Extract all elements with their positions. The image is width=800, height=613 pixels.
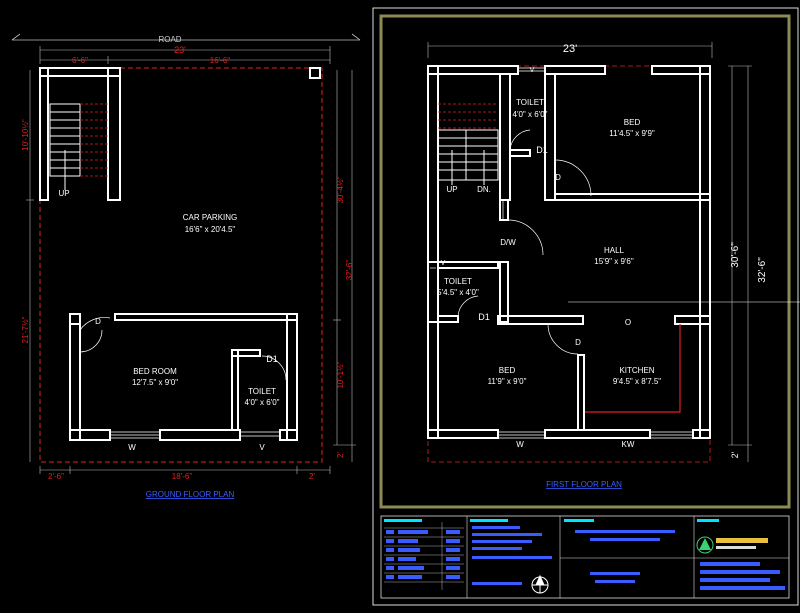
ground-toilet-label: TOILET xyxy=(248,387,276,396)
road-dimension xyxy=(11,33,361,41)
first-dw-label: D/W xyxy=(500,238,516,247)
first-stair-dn: DN. xyxy=(477,185,491,194)
first-staircase xyxy=(437,129,499,185)
sheet-frame xyxy=(379,14,791,509)
ground-dim-bottom-left: 2'-6" xyxy=(48,472,64,481)
ground-dim-right-b: 32'-6" xyxy=(345,260,354,281)
ground-dim-top-right: 16'-6" xyxy=(210,56,231,65)
first-kitchen-size: 9'4.5" x 8'7.5" xyxy=(613,377,661,386)
ground-floor-plan: ROAD 23' 6'-6" 16'-6" xyxy=(11,33,361,499)
first-window-kw: KW xyxy=(622,440,635,449)
ground-bedroom-walls xyxy=(69,313,298,441)
first-toilet2-label: TOILET xyxy=(444,277,472,286)
ground-dim-left-top: 10'-10½" xyxy=(21,119,30,151)
ground-plan-title: GROUND FLOOR PLAN xyxy=(146,490,235,499)
company-logo-icon xyxy=(696,536,768,554)
first-bed2-label: BED xyxy=(499,366,516,375)
ground-door-d1: D1 xyxy=(266,354,278,364)
ground-car-parking-size: 16'6" x 20'4.5" xyxy=(185,225,236,234)
first-door-d1-bottom: D1 xyxy=(478,312,490,322)
ground-toilet-size: 4'0" x 6'0" xyxy=(245,398,280,407)
first-dim-right-a: 30'-6" xyxy=(730,242,741,268)
first-toilet1-size: 4'0" x 6'0" xyxy=(513,110,548,119)
first-door-d-bed1: D xyxy=(555,173,561,182)
first-hall-label: HALL xyxy=(604,246,625,255)
ground-dim-bottom-mid: 18'-6" xyxy=(172,472,193,481)
north-arrow-icon xyxy=(531,574,549,594)
ground-bedroom-label: BED ROOM xyxy=(133,367,177,376)
first-dim-top: 23' xyxy=(563,43,577,55)
ground-bedroom-size: 12'7.5" x 9'0" xyxy=(132,378,178,387)
first-bed2-size: 11'9" x 9'0" xyxy=(488,377,527,386)
ground-window-w: W xyxy=(128,443,136,452)
first-hall-size: 15'9" x 9'6" xyxy=(594,257,634,266)
first-toilet2-size: 5'4.5" x 4'0" xyxy=(437,288,479,297)
ground-dim-right-c: 10'-1½" xyxy=(336,361,345,388)
first-door-d-kitchen: D xyxy=(575,338,581,347)
first-kitchen-label: KITCHEN xyxy=(619,366,654,375)
first-toilet1-label: TOILET xyxy=(516,98,544,107)
ground-dim-right-a: 30'-4½" xyxy=(336,176,345,203)
first-vent-v-top: V xyxy=(530,67,535,74)
title-block xyxy=(380,515,790,599)
ground-dim-left-bottom: 21'-7½" xyxy=(21,316,30,343)
first-door-d1-top: D1 xyxy=(536,145,548,155)
ground-dim-bottom-right: 2' xyxy=(309,472,315,481)
first-stair-up: UP xyxy=(446,185,457,194)
ground-dim-top-left: 6'-6" xyxy=(72,56,88,65)
ground-car-parking-label: CAR PARKING xyxy=(183,213,238,222)
ground-staircase xyxy=(49,103,81,190)
first-dim-right-b: 32'-6" xyxy=(757,257,768,283)
ground-stair-up-label: UP xyxy=(58,189,69,198)
ground-plot-boundary xyxy=(39,67,323,463)
ground-dim-top-total: 23' xyxy=(174,45,186,55)
kitchen-counter xyxy=(585,324,681,413)
ground-door-d: D xyxy=(95,317,101,326)
first-window-w: W xyxy=(516,440,524,449)
ground-dim-right-d: 2' xyxy=(336,452,345,458)
first-bed1-size: 11'4.5" x 9'9" xyxy=(609,129,655,138)
first-outer-walls xyxy=(427,65,711,439)
ground-vent-v: V xyxy=(259,443,265,452)
first-floor-sheet: 23' xyxy=(372,7,800,606)
road-label: ROAD xyxy=(158,35,181,44)
first-opening-o: O xyxy=(625,318,631,327)
first-vent-v-side: V xyxy=(441,260,446,267)
first-dim-right-c: 2' xyxy=(730,451,740,458)
first-bed1-label: BED xyxy=(624,118,641,127)
first-plan-title: FIRST FLOOR PLAN xyxy=(546,480,622,489)
